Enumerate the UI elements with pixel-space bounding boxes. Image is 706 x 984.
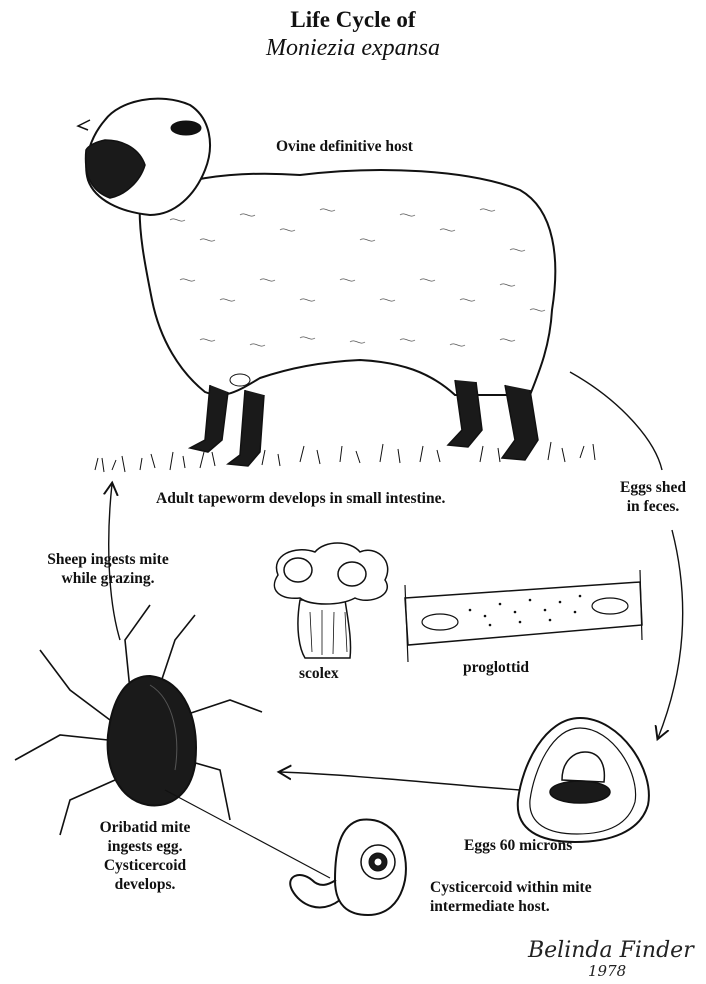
arrow-feces-to-eggs [658, 530, 683, 738]
label-adult-tapeworm: Adult tapeworm develops in small intesti… [156, 489, 445, 508]
label-cysticercoid-line1: Cysticercoid within mite [430, 878, 592, 897]
egg-illustration [518, 718, 649, 842]
scolex-illustration [274, 543, 387, 658]
label-eggs-shed: Eggs shed in feces. [612, 478, 694, 516]
arrow-sheep-to-eggs [570, 372, 662, 470]
label-mite-line2: ingests egg. [70, 837, 220, 856]
label-eggs-shed-line2: in feces. [612, 497, 694, 516]
cysticercoid-illustration [290, 820, 406, 915]
label-mite-line3: Cysticercoid [70, 856, 220, 875]
signature-year: 1978 [588, 962, 626, 980]
label-cysticercoid-line2: intermediate host. [430, 897, 592, 916]
label-mite-line1: Oribatid mite [70, 818, 220, 837]
label-cysticercoid: Cysticercoid within mite intermediate ho… [430, 878, 592, 916]
label-proglottid: proglottid [463, 658, 529, 677]
proglottid-illustration [405, 570, 642, 662]
label-sheep-ingests: Sheep ingests mite while grazing. [18, 550, 198, 588]
label-definitive-host: Ovine definitive host [276, 137, 413, 156]
label-mite-line4: develops. [70, 875, 220, 894]
label-eggs-shed-line1: Eggs shed [612, 478, 694, 497]
label-oribatid-mite: Oribatid mite ingests egg. Cysticercoid … [70, 818, 220, 894]
arrow-eggs-to-mite [280, 772, 520, 790]
label-sheep-ingests-line1: Sheep ingests mite [18, 550, 198, 569]
artist-signature: Belinda Finder [528, 938, 694, 963]
label-scolex: scolex [299, 664, 339, 683]
label-sheep-ingests-line2: while grazing. [18, 569, 198, 588]
label-egg-size: Eggs 60 microns [464, 836, 572, 855]
